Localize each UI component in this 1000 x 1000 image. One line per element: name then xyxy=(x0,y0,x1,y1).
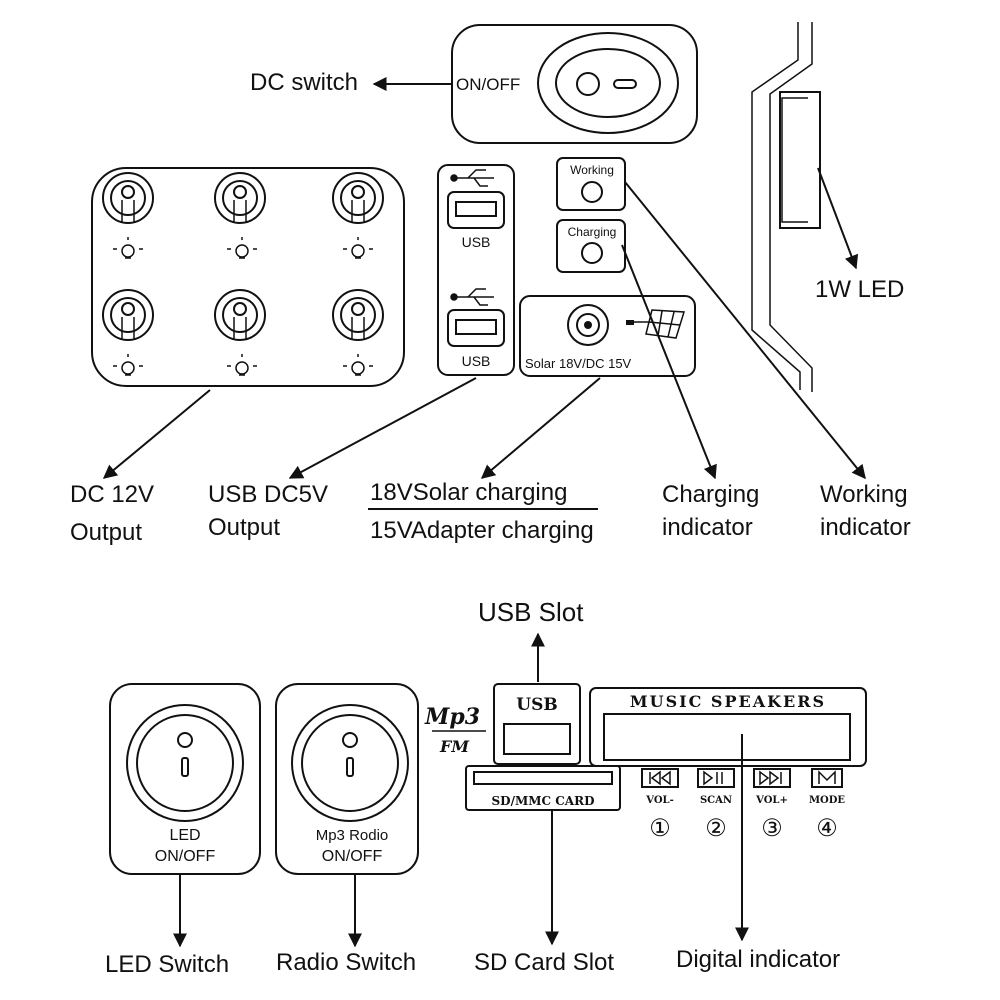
working-indicator-label-line2: indicator xyxy=(820,514,911,541)
svg-text:Mp3 Rodio: Mp3 Rodio xyxy=(316,827,389,844)
svg-text:ON/OFF: ON/OFF xyxy=(322,848,383,865)
svg-text:USB: USB xyxy=(516,695,557,715)
sd-card-slot: SD/MMC CARD xyxy=(465,765,621,811)
usb-output-label-line1: USB DC5V xyxy=(208,481,328,508)
led-switch-label: LED Switch xyxy=(105,951,229,978)
bulb-icon xyxy=(343,237,373,259)
usb-port-text: USB xyxy=(462,234,491,250)
dc-output-label-line2: Output xyxy=(70,519,142,546)
dc-socket xyxy=(102,289,154,341)
dc-output-panel xyxy=(91,167,405,387)
mp3-fm-logo: Mp3 FM xyxy=(424,704,486,756)
bulb-icon xyxy=(343,354,373,376)
led-switch: LED ON/OFF xyxy=(109,683,261,875)
usb-slot: USB xyxy=(493,683,581,765)
lamp-side-profile xyxy=(751,22,821,392)
bulb-icon xyxy=(113,237,143,259)
charging-indicator-light: Charging xyxy=(556,219,626,273)
svg-text:Working: Working xyxy=(570,163,614,177)
svg-text:MUSIC SPEAKERS: MUSIC SPEAKERS xyxy=(630,692,826,711)
usb-output-panel: USB USB xyxy=(437,164,515,376)
dc-output-label-line1: DC 12V xyxy=(70,481,154,508)
sd-card-slot-label: SD Card Slot xyxy=(474,949,614,976)
svg-text:VOL+: VOL+ xyxy=(755,795,788,806)
svg-text:③: ③ xyxy=(761,815,783,842)
dc-switch-label: DC switch xyxy=(250,69,358,96)
svg-text:FM: FM xyxy=(439,737,470,756)
dc-socket xyxy=(214,289,266,341)
vol-down-button: VOL- ① xyxy=(641,768,679,842)
music-speakers-display: MUSIC SPEAKERS xyxy=(589,687,867,767)
charging-indicator-label-line1: Charging xyxy=(662,481,759,508)
bulb-icon xyxy=(227,237,257,259)
svg-text:②: ② xyxy=(705,815,727,842)
svg-text:VOL-: VOL- xyxy=(645,795,673,806)
dc-socket xyxy=(332,172,384,224)
working-indicator-label-line1: Working xyxy=(820,481,908,508)
bulb-icon xyxy=(113,354,143,376)
usb-port-text: USB xyxy=(462,353,491,369)
charging-indicator-label-line2: indicator xyxy=(662,514,753,541)
play-pause-icon xyxy=(703,770,723,786)
radio-switch-label: Radio Switch xyxy=(276,949,416,976)
svg-text:SD/MMC CARD: SD/MMC CARD xyxy=(492,794,595,808)
digital-indicator-label: Digital indicator xyxy=(676,946,840,973)
svg-text:SCAN: SCAN xyxy=(700,795,732,806)
previous-track-icon xyxy=(649,770,671,786)
bulb-icon xyxy=(227,354,257,376)
dc-switch-panel: ON/OFF xyxy=(451,24,698,144)
usb-icon xyxy=(450,169,494,187)
vol-up-button: VOL+ ③ xyxy=(753,768,791,842)
next-track-icon xyxy=(759,770,782,786)
mode-button: MODE ④ xyxy=(809,768,845,842)
svg-text:LED: LED xyxy=(169,827,200,844)
on-off-text: ON/OFF xyxy=(456,75,520,94)
radio-switch: Mp3 Rodio ON/OFF xyxy=(275,683,419,875)
dc-socket xyxy=(214,172,266,224)
svg-text:ON/OFF: ON/OFF xyxy=(155,848,216,865)
solar-charging-label: 18VSolar charging xyxy=(370,479,567,506)
usb-output-label-line2: Output xyxy=(208,514,280,541)
svg-text:Charging: Charging xyxy=(568,225,617,239)
dc-socket xyxy=(102,172,154,224)
solar-panel-icon xyxy=(626,309,685,339)
usb-icon xyxy=(450,288,494,306)
led-1w-label: 1W LED xyxy=(815,276,904,303)
scan-button: SCAN ② xyxy=(697,768,735,842)
dc-socket xyxy=(332,289,384,341)
svg-text:④: ④ xyxy=(816,815,838,842)
mode-icon xyxy=(818,770,836,784)
adapter-charging-label: 15VAdapter charging xyxy=(370,517,594,544)
solar-input-panel: Solar 18V/DC 15V xyxy=(519,295,696,377)
usb-slot-label: USB Slot xyxy=(478,597,584,627)
working-indicator-light: Working xyxy=(556,157,626,211)
svg-text:Mp3: Mp3 xyxy=(424,704,480,730)
solar-port-text: Solar 18V/DC 15V xyxy=(525,356,632,371)
svg-text:MODE: MODE xyxy=(809,795,845,806)
svg-text:①: ① xyxy=(649,815,671,842)
